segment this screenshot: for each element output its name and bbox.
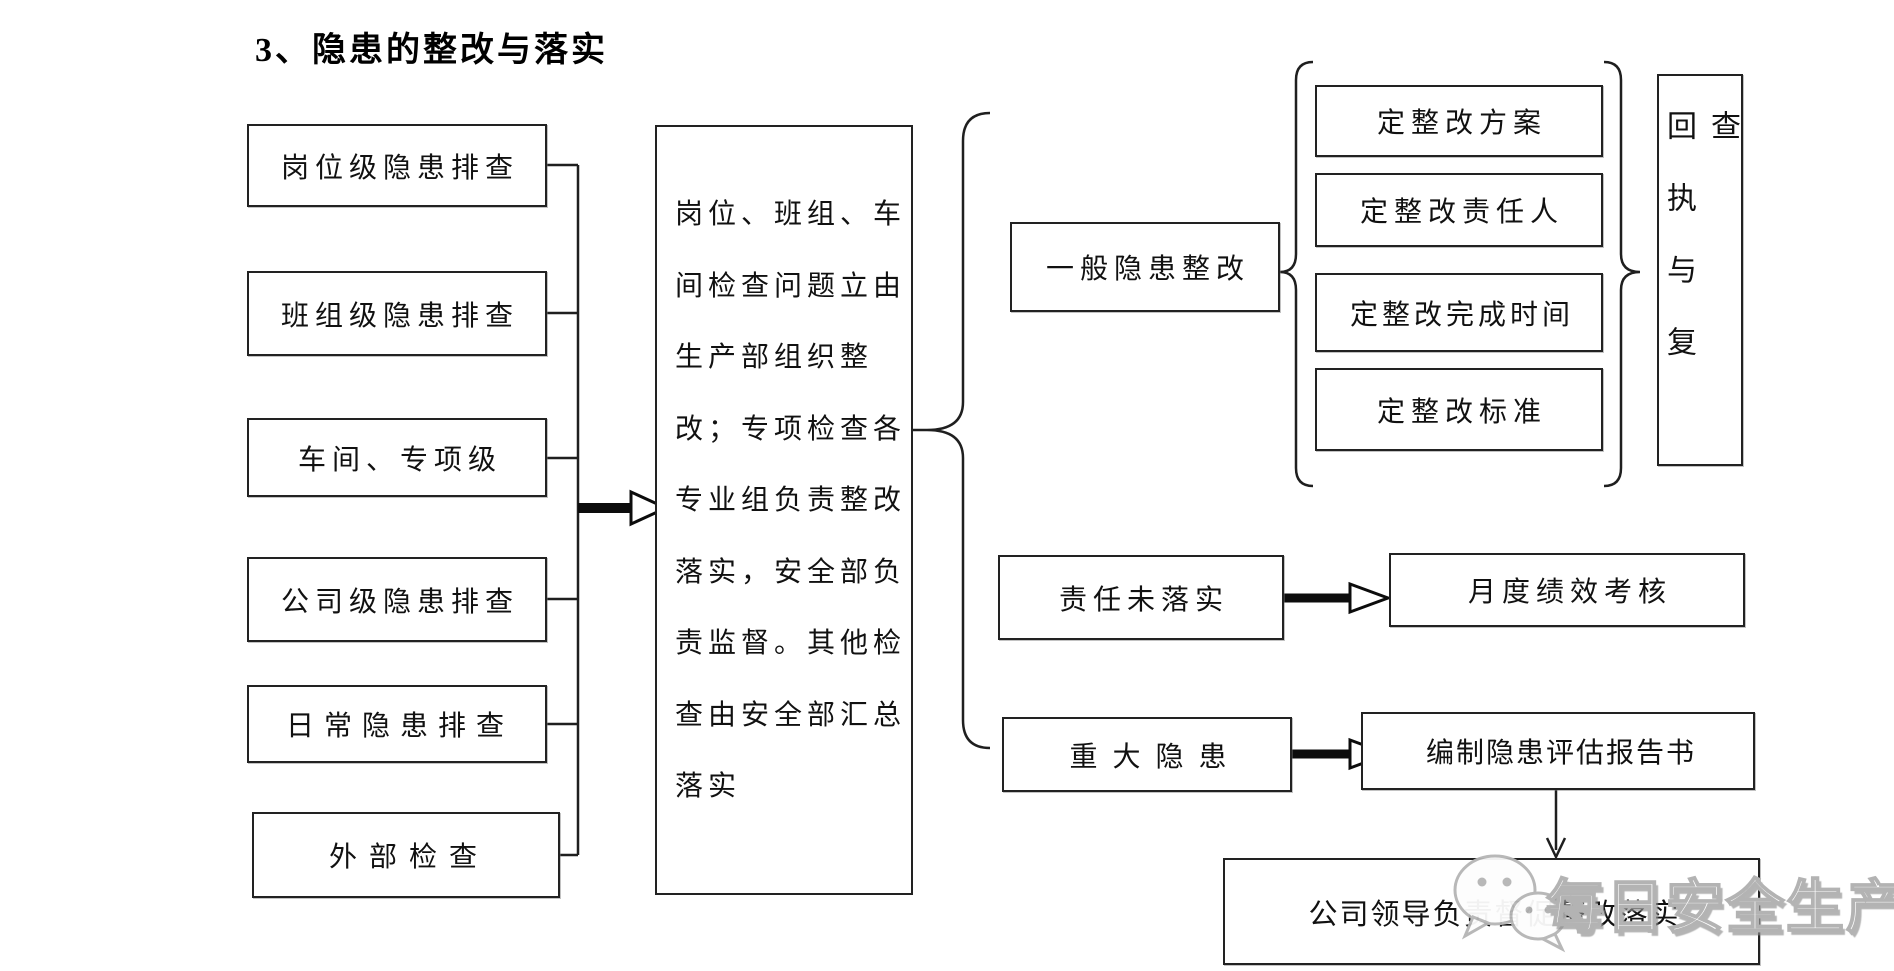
node-step-completion-time: 定整改完成时间: [1315, 273, 1603, 352]
note-line: 改；专项检查各: [675, 413, 907, 445]
note-line: 专业组负责整改: [675, 485, 907, 516]
node-major-hidden-danger: 重 大 隐 患: [1002, 717, 1292, 792]
left-bus-line: [547, 163, 580, 857]
node-step-plan: 定整改方案: [1315, 85, 1603, 157]
page-title: 3、隐患的整改与落实: [255, 32, 608, 69]
node-workshop-special-level: 车间、专项级: [247, 418, 547, 497]
arrow-responsibility: [1284, 581, 1393, 615]
node-external-check: 外部检查: [252, 812, 560, 898]
node-assessment-report: 编制隐患评估报告书: [1361, 712, 1755, 790]
arrow-report-down: [1545, 790, 1567, 860]
node-post-level-check: 岗位级隐患排查: [247, 124, 547, 207]
watermark-text: 每日安全生产: [1545, 874, 1894, 941]
note-line: 责监督。其他检: [675, 628, 907, 659]
steps-right-brace: [1603, 60, 1641, 488]
node-company-level-check: 公司级隐患排查: [247, 557, 547, 642]
node-general-rectification: 一般隐患整改: [1010, 222, 1280, 312]
receipt-review-label: 回执与复查: [1662, 110, 1739, 398]
node-receipt-review: 回执与复查: [1657, 74, 1743, 466]
node-monthly-performance: 月度绩效考核: [1389, 553, 1745, 627]
node-responsibility-unfulfilled: 责任未落实: [998, 555, 1284, 640]
note-line: 落实，安全部负: [675, 556, 907, 588]
node-step-responsible-person: 定整改责任人: [1315, 173, 1603, 247]
note-line: 生产部组织整: [675, 342, 874, 373]
node-rectification-note: 岗位、班组、车 间检查问题立由 生产部组织整 改；专项检查各 专业组负责整改 落…: [655, 125, 913, 895]
big-brace: [926, 111, 991, 750]
note-line: 查由安全部汇总: [675, 699, 907, 731]
node-step-standard: 定整改标准: [1315, 368, 1603, 451]
wechat-icon: [1453, 854, 1567, 953]
note-line: 岗位、班组、车: [675, 199, 907, 230]
node-daily-check: 日常隐患排查: [247, 685, 547, 763]
note-line: 落实: [675, 771, 742, 802]
note-line: 间检查问题立由: [675, 270, 907, 302]
steps-left-brace: [1279, 60, 1314, 488]
arrow-left-to-center: [578, 489, 670, 527]
node-team-level-check: 班组级隐患排查: [247, 271, 547, 356]
